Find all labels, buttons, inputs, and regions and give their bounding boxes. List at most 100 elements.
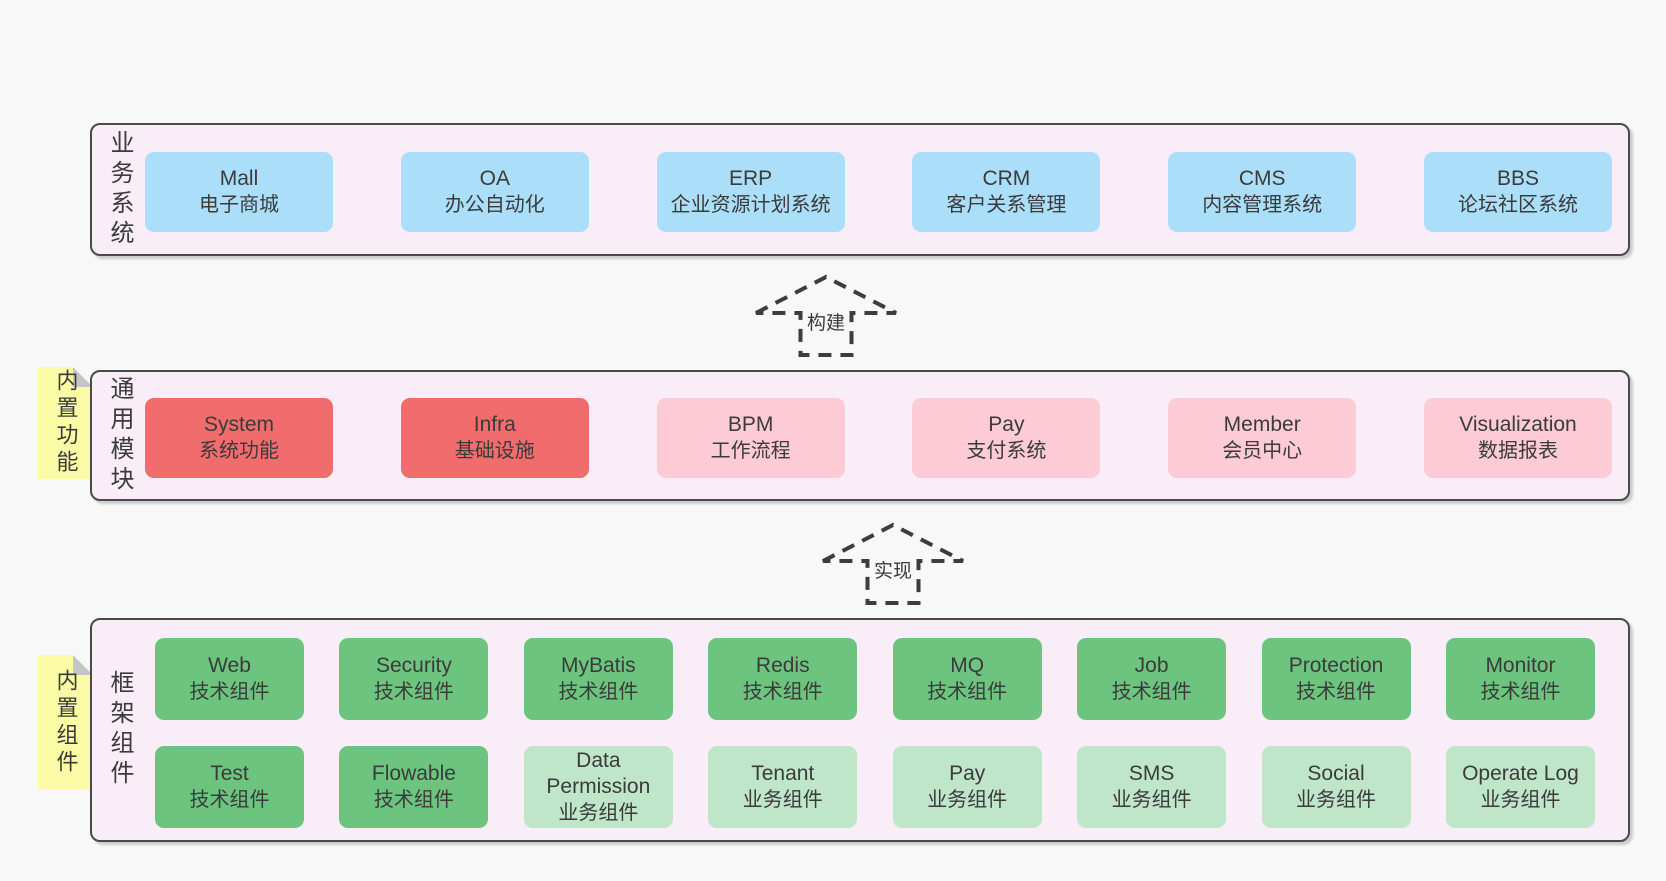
box-subtitle: 技术组件 xyxy=(373,681,454,703)
box-subtitle: 支付系统 xyxy=(966,440,1047,462)
box-tenant: Tenant 业务组件 xyxy=(708,746,858,828)
box-protection: Protection 技术组件 xyxy=(1261,638,1411,720)
dashed-up-arrow xyxy=(822,522,964,605)
box-subtitle: 客户关系管理 xyxy=(946,194,1067,216)
box-title: Pay xyxy=(949,762,986,785)
box-title: OA xyxy=(479,167,510,190)
box-subtitle: 办公自动化 xyxy=(444,194,545,216)
box-title: MyBatis xyxy=(561,654,636,677)
box-subtitle: 业务组件 xyxy=(1480,789,1561,811)
box-subtitle: 业务组件 xyxy=(558,802,639,824)
box-crm: CRM 客户关系管理 xyxy=(912,152,1101,232)
box-redis: Redis 技术组件 xyxy=(708,638,858,720)
box-title: Visualization xyxy=(1459,413,1577,436)
box-title: Infra xyxy=(473,413,516,436)
box-system: System 系统功能 xyxy=(145,398,333,478)
box-pay: Pay 业务组件 xyxy=(892,746,1042,828)
box-subtitle: 数据报表 xyxy=(1477,440,1558,462)
box-subtitle: 电子商城 xyxy=(199,194,279,216)
note-label: 内置功能 xyxy=(53,369,79,477)
box-subtitle: 业务组件 xyxy=(742,789,823,811)
box-operate-log: Operate Log 业务组件 xyxy=(1445,746,1595,828)
box-title: Operate Log xyxy=(1462,762,1579,785)
sticky-note-builtin-components: 内置组件 xyxy=(38,655,93,790)
box-title: Flowable xyxy=(371,762,456,785)
box-title: Mall xyxy=(219,167,259,190)
panel-label: 通用模块 xyxy=(106,375,133,496)
box-title: Web xyxy=(208,654,251,677)
box-title: Redis xyxy=(755,654,810,677)
box-bbs: BBS 论坛社区系统 xyxy=(1423,152,1612,232)
box-title: Data Permission xyxy=(546,749,651,798)
build-arrow-icon: 构建 xyxy=(754,274,898,358)
box-title: Security xyxy=(375,654,452,677)
box-subtitle: 论坛社区系统 xyxy=(1457,194,1578,216)
panel-label: 业务系统 xyxy=(106,129,133,250)
box-visualization: Visualization 数据报表 xyxy=(1423,398,1612,478)
arrow-label: 实现 xyxy=(873,561,912,582)
box-title: Monitor xyxy=(1485,654,1556,677)
box-subtitle: 技术组件 xyxy=(742,681,823,703)
box-title: Protection xyxy=(1288,654,1384,677)
box-subtitle: 技术组件 xyxy=(189,681,270,703)
box-mall: Mall 电子商城 xyxy=(145,152,333,232)
box-flowable: Flowable 技术组件 xyxy=(339,746,489,828)
box-subtitle: 基础设施 xyxy=(454,440,535,462)
box-subtitle: 会员中心 xyxy=(1222,440,1303,462)
box-subtitle: 业务组件 xyxy=(927,789,1008,811)
box-title: CRM xyxy=(982,167,1031,190)
box-mybatis: MyBatis 技术组件 xyxy=(523,638,673,720)
arrow-label: 构建 xyxy=(806,313,845,334)
box-infra: Infra 基础设施 xyxy=(400,398,589,478)
box-subtitle: 工作流程 xyxy=(710,440,791,462)
box-title: Member xyxy=(1223,413,1301,436)
box-title: Job xyxy=(1134,654,1169,677)
box-subtitle: 业务组件 xyxy=(1111,789,1192,811)
box-subtitle: 技术组件 xyxy=(1111,681,1192,703)
box-test: Test 技术组件 xyxy=(155,746,304,828)
panel-label: 框架组件 xyxy=(106,670,133,790)
box-security: Security 技术组件 xyxy=(339,638,489,720)
box-subtitle: 技术组件 xyxy=(927,681,1008,703)
box-title: MQ xyxy=(950,654,985,677)
implement-arrow-icon: 实现 xyxy=(821,522,965,606)
box-title: Pay xyxy=(988,413,1025,436)
box-subtitle: 技术组件 xyxy=(189,789,270,811)
sticky-note-builtin-features: 内置功能 xyxy=(38,367,93,479)
box-monitor: Monitor 技术组件 xyxy=(1445,638,1595,720)
box-oa: OA 办公自动化 xyxy=(400,152,589,232)
box-member: Member 会员中心 xyxy=(1168,398,1357,478)
box-title: Test xyxy=(210,762,249,785)
box-title: Tenant xyxy=(751,762,815,785)
box-subtitle: 技术组件 xyxy=(558,681,639,703)
box-subtitle: 系统功能 xyxy=(199,440,279,462)
box-title: SMS xyxy=(1128,762,1175,785)
box-title: Social xyxy=(1307,762,1365,785)
box-web: Web 技术组件 xyxy=(155,638,304,720)
box-job: Job 技术组件 xyxy=(1077,638,1227,720)
box-title: BBS xyxy=(1496,167,1539,190)
box-subtitle: 技术组件 xyxy=(1480,681,1561,703)
box-subtitle: 技术组件 xyxy=(373,789,454,811)
box-subtitle: 技术组件 xyxy=(1296,681,1377,703)
note-label: 内置组件 xyxy=(53,668,79,777)
box-subtitle: 内容管理系统 xyxy=(1202,194,1323,216)
box-title: System xyxy=(203,413,274,436)
dashed-up-arrow xyxy=(755,274,897,357)
box-subtitle: 企业资源计划系统 xyxy=(670,194,831,216)
box-mq: MQ 技术组件 xyxy=(892,638,1042,720)
box-pay: Pay 支付系统 xyxy=(912,398,1101,478)
box-data-permission: Data Permission 业务组件 xyxy=(523,746,673,828)
box-sms: SMS 业务组件 xyxy=(1077,746,1227,828)
